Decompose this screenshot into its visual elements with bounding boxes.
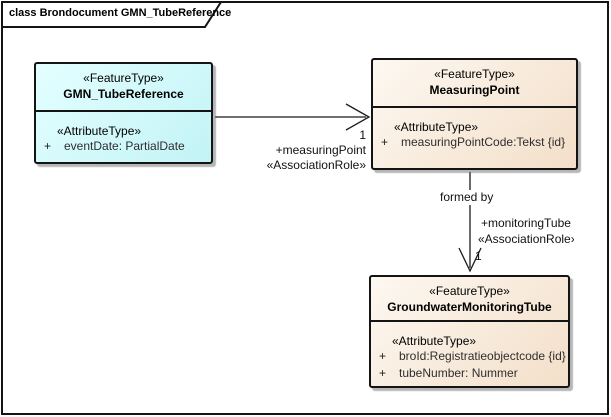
attribute-row[interactable]: + eventDate: PartialDate xyxy=(36,138,211,155)
association-target-labels: 1 +measuringPoint «AssociationRole» xyxy=(216,128,366,173)
association-stereotype-label: «AssociationRole» xyxy=(478,232,574,246)
stereotype-label: «FeatureType» xyxy=(434,67,515,81)
attribute-row[interactable]: + tubeNumber: Nummer xyxy=(371,365,568,382)
attribute-stereotype-label: «AttributeType» xyxy=(57,124,142,138)
class-header: «FeatureType» MeasuringPoint xyxy=(373,60,576,106)
class-groundwater-monitoring-tube[interactable]: «FeatureType» GroundwaterMonitoringTube … xyxy=(369,275,570,388)
association-monitoring-tube[interactable] xyxy=(458,172,482,273)
attribute-stereotype-label: «AttributeType» xyxy=(394,120,479,134)
attribute-text: measuringPointCode:Tekst {id} xyxy=(401,135,566,149)
class-name: GroundwaterMonitoringTube xyxy=(387,300,552,314)
multiplicity-label: 1 xyxy=(359,128,366,142)
stereotype-label: «FeatureType» xyxy=(83,71,164,85)
attribute-compartment: «AttributeType» + broId:Registratieobjec… xyxy=(371,320,568,382)
class-measuring-point[interactable]: «FeatureType» MeasuringPoint «AttributeT… xyxy=(371,58,578,170)
class-header: «FeatureType» GMN_TubeReference xyxy=(36,64,211,110)
attribute-row[interactable]: + measuringPointCode:Tekst {id} xyxy=(373,134,576,151)
visibility-plus: + xyxy=(44,139,52,153)
attribute-compartment: «AttributeType» + eventDate: PartialDate xyxy=(36,110,211,155)
visibility-plus: + xyxy=(381,135,389,149)
visibility-plus: + xyxy=(379,366,387,380)
role-label: +measuringPoint xyxy=(275,143,366,157)
attribute-stereotype-label: «AttributeType» xyxy=(392,334,477,348)
class-gmn-tubereference[interactable]: «FeatureType» GMN_TubeReference «Attribu… xyxy=(34,62,213,164)
attribute-text: broId:Registratieobjectcode {id} xyxy=(399,349,566,363)
attribute-text: tubeNumber: Nummer xyxy=(399,366,518,380)
diagram-title: class Brondocument GMN_TubeReference xyxy=(9,7,232,19)
visibility-plus: + xyxy=(379,349,387,363)
open-arrowhead-icon xyxy=(345,103,371,131)
attribute-compartment: «AttributeType» + measuringPointCode:Tek… xyxy=(373,106,576,151)
diagram-tab-shape xyxy=(1,1,223,28)
stereotype-label: «FeatureType» xyxy=(429,284,510,298)
class-name: GMN_TubeReference xyxy=(63,87,184,101)
role-label: +monitoringTube xyxy=(481,216,571,230)
open-arrowhead-icon xyxy=(458,247,482,273)
attribute-row[interactable]: + broId:Registratieobjectcode {id} xyxy=(371,348,568,365)
association-name-label: formed by xyxy=(437,190,497,205)
association-stereotype-label: «AssociationRole» xyxy=(266,158,366,172)
association-measuring-point[interactable] xyxy=(215,103,371,131)
class-name: MeasuringPoint xyxy=(429,83,520,97)
multiplicity-label: 1 xyxy=(475,249,482,263)
attribute-text: eventDate: PartialDate xyxy=(64,139,185,153)
class-header: «FeatureType» GroundwaterMonitoringTube xyxy=(371,277,568,320)
